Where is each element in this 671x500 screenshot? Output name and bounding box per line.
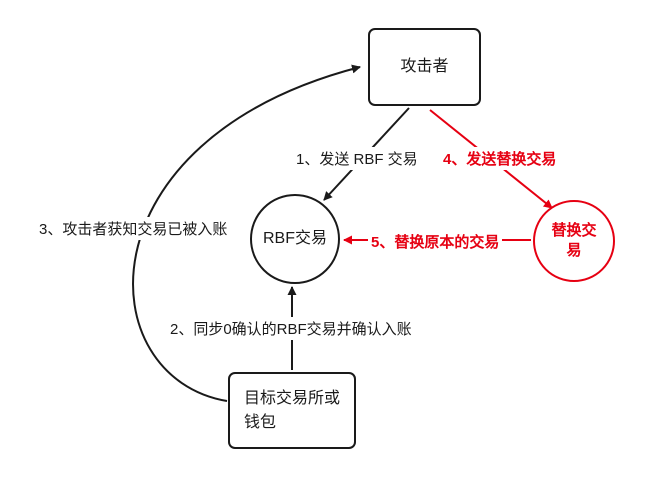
edge-label-step3: 3、攻击者获知交易已被入账 (36, 217, 231, 240)
edge-label-step4: 4、发送替换交易 (440, 147, 560, 170)
node-replacement-transaction: 替换交 易 (533, 200, 615, 282)
node-attacker-label: 攻击者 (400, 58, 449, 75)
node-rbf-label: RBF交易 (262, 230, 327, 247)
node-attacker: 攻击者 (368, 28, 481, 106)
node-replacement-label: 替换交 易 (551, 221, 597, 259)
node-target-exchange-wallet: 目标交易所或 钱包 (228, 372, 356, 449)
edge-label-step5: 5、替换原本的交易 (368, 230, 503, 253)
edge-label-step2: 2、同步0确认的RBF交易并确认入账 (167, 317, 415, 340)
arrow-notify-tx-confirmed (132, 64, 361, 402)
node-target-label: 目标交易所或 钱包 (243, 389, 340, 431)
node-rbf-transaction: RBF交易 (250, 194, 340, 284)
edge-label-step1: 1、发送 RBF 交易 (293, 147, 421, 170)
